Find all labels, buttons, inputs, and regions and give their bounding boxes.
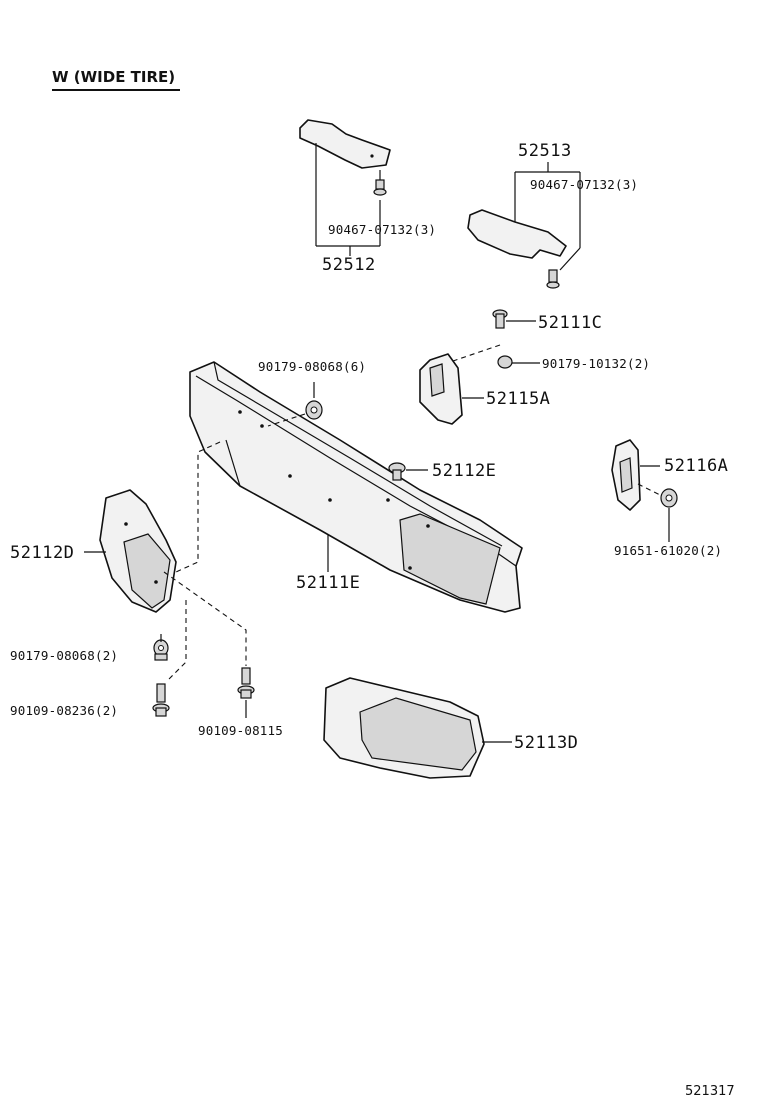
- label-52115A[interactable]: 52115A: [486, 389, 551, 409]
- pad-52113D-drawing: [323, 677, 512, 779]
- bracket-52115A-drawing: [419, 353, 484, 425]
- nut-90179-08068-2-drawing: [153, 634, 169, 661]
- bolt-52111C-drawing: [449, 309, 540, 369]
- label-90109-08115[interactable]: 90109-08115: [198, 723, 283, 738]
- label-52116A[interactable]: 52116A: [664, 456, 729, 476]
- label-90109-08236[interactable]: 90109-08236(2): [10, 703, 119, 718]
- reference-number: 521317: [685, 1084, 735, 1099]
- label-90179-10132[interactable]: 90179-10132(2): [542, 356, 651, 371]
- label-91651-61020[interactable]: 91651-61020(2): [614, 543, 723, 558]
- title-underline: [52, 89, 180, 91]
- screw-90467-b-drawing: [546, 269, 560, 289]
- extension-52112D-drawing: [84, 441, 247, 681]
- label-52111C[interactable]: 52111C: [538, 313, 603, 333]
- label-52112E[interactable]: 52112E: [432, 461, 497, 481]
- diagram-title: W (WIDE TIRE): [52, 68, 176, 86]
- label-90179-08068-2[interactable]: 90179-08068(2): [10, 648, 119, 663]
- label-52112D[interactable]: 52112D: [10, 543, 75, 563]
- label-52113D[interactable]: 52113D: [514, 733, 579, 753]
- label-90179-08068-6[interactable]: 90179-08068(6): [258, 359, 367, 374]
- label-52513[interactable]: 52513: [518, 141, 572, 161]
- label-90467-07132-a[interactable]: 90467-07132(3): [328, 222, 437, 237]
- label-52512[interactable]: 52512: [322, 255, 376, 275]
- bracket-52116A-drawing: [611, 439, 678, 542]
- nut-90179-08068-6-drawing: [267, 382, 323, 427]
- label-52111E[interactable]: 52111E: [296, 573, 361, 593]
- bolt-90109-08115-drawing: [237, 667, 255, 718]
- bolt-90109-08236-drawing: [152, 683, 170, 717]
- plate-52513-drawing: [467, 162, 581, 271]
- screw-90467-a-drawing: [373, 170, 387, 196]
- clip-52112E-drawing: [388, 462, 428, 481]
- plate-52512-drawing: [299, 119, 391, 256]
- label-90467-07132-b[interactable]: 90467-07132(3): [530, 177, 639, 192]
- reinforcement-52111E-drawing: [189, 361, 523, 613]
